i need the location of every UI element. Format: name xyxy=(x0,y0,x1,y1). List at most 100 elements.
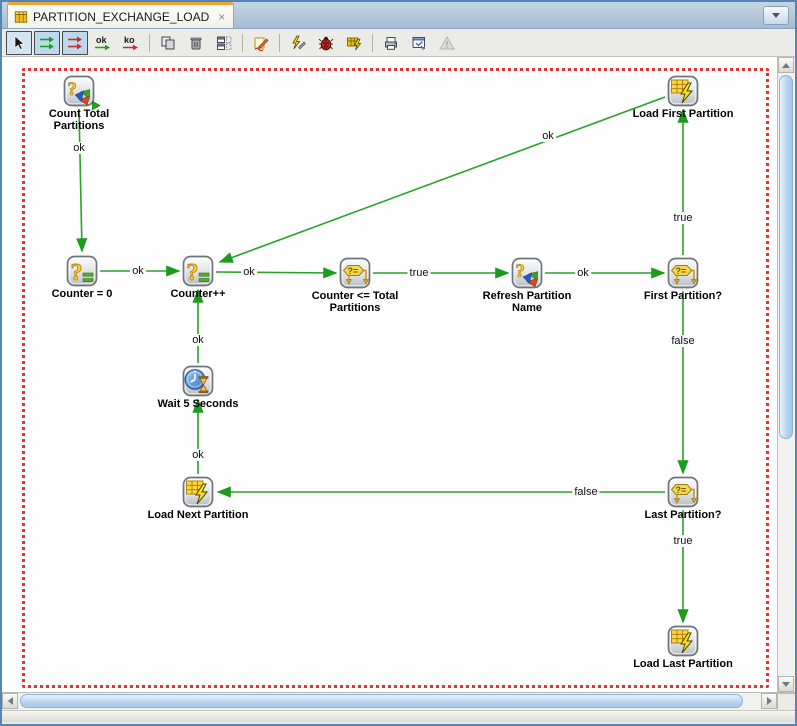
windows-icon xyxy=(217,36,232,50)
vertical-scroll-thumb[interactable] xyxy=(779,75,793,439)
tab-title: PARTITION_EXCHANGE_LOAD xyxy=(33,9,210,24)
report-window-icon xyxy=(412,36,426,50)
copy-icon xyxy=(161,36,175,49)
node-label: Counter++ xyxy=(170,288,226,300)
tab-bar: PARTITION_EXCHANGE_LOAD × xyxy=(2,2,795,29)
node-label: Counter <= Total Partitions xyxy=(311,290,399,314)
tab-close-icon[interactable]: × xyxy=(218,9,226,24)
edge-label: ok xyxy=(71,142,87,154)
scroll-left-button[interactable] xyxy=(2,693,18,709)
edge-label: ok xyxy=(190,449,206,461)
node-label: Last Partition? xyxy=(644,509,722,521)
node-first-partition-question[interactable]: First Partition? xyxy=(644,257,722,302)
edge-label: ok xyxy=(190,334,206,346)
svg-text:ok: ok xyxy=(96,35,107,45)
triangle-down-icon xyxy=(782,681,790,687)
edit-step-button[interactable] xyxy=(248,31,274,55)
package-lightning-icon xyxy=(347,37,362,50)
node-load-last-partition[interactable]: Load Last Partition xyxy=(633,625,733,670)
refresh-variable-icon xyxy=(63,75,95,107)
evaluate-variable-icon xyxy=(339,257,371,289)
edge-label: true xyxy=(407,267,431,279)
evaluate-variable-icon xyxy=(667,476,699,508)
delete-selection-button[interactable] xyxy=(183,31,209,55)
edge-line xyxy=(215,267,338,279)
node-label: Refresh Partition Name xyxy=(482,290,572,314)
toolbar-separator xyxy=(372,33,373,52)
wait-icon xyxy=(182,365,214,397)
ko-link-tool-button[interactable]: ko xyxy=(118,31,144,55)
node-counter-le-total-partitions[interactable]: Counter <= Total Partitions xyxy=(312,257,398,313)
refresh-variable-icon xyxy=(511,257,543,289)
pencil-edit-icon xyxy=(254,37,269,51)
edge-label: false xyxy=(669,335,697,347)
execute-edit-button[interactable] xyxy=(285,31,311,55)
node-count-total-partitions[interactable]: Count Total Partitions xyxy=(49,75,109,131)
start-step-flag-icon xyxy=(92,101,101,111)
node-wait-5-seconds[interactable]: Wait 5 Seconds xyxy=(158,365,238,410)
node-last-partition-question[interactable]: Last Partition? xyxy=(644,476,722,521)
set-variable-icon xyxy=(66,255,98,287)
pointer-icon xyxy=(14,34,25,50)
organize-diagram-button[interactable] xyxy=(211,31,237,55)
node-label: Load First Partition xyxy=(632,108,734,120)
diagram-toolbar: ok ko xyxy=(2,29,795,57)
ok-arrow-icon: ok xyxy=(95,35,110,50)
generate-scenario-button[interactable] xyxy=(341,31,367,55)
debug-button[interactable] xyxy=(313,31,339,55)
horizontal-scroll-thumb[interactable] xyxy=(20,694,743,708)
node-counter-equals-0[interactable]: Counter = 0 xyxy=(52,255,112,300)
interface-load-icon xyxy=(667,75,699,107)
red-arrows-icon xyxy=(68,36,82,49)
select-pointer-tool-button[interactable] xyxy=(6,30,32,55)
edges-layer xyxy=(76,96,689,624)
chevron-down-icon xyxy=(772,13,780,18)
lightning-pencil-icon xyxy=(292,35,306,49)
edge-label: false xyxy=(572,486,600,498)
duplicate-selection-button[interactable] xyxy=(155,31,181,55)
scroll-right-button[interactable] xyxy=(761,693,777,709)
edge-label: ok xyxy=(575,267,591,279)
scroll-down-button[interactable] xyxy=(778,676,794,692)
window-bottom-strip xyxy=(2,710,795,722)
triangle-right-icon xyxy=(766,697,772,705)
scrollbar-corner xyxy=(777,693,795,710)
tab-partition-exchange-load[interactable]: PARTITION_EXCHANGE_LOAD × xyxy=(7,2,235,28)
node-load-first-partition[interactable]: Load First Partition xyxy=(633,75,733,120)
printer-icon xyxy=(385,36,397,50)
ko-arrow-icon: ko xyxy=(123,35,138,50)
bug-icon xyxy=(318,36,334,50)
node-counter-increment[interactable]: Counter++ xyxy=(170,255,226,300)
next-step-on-success-tool-button[interactable] xyxy=(34,30,60,55)
node-label: Load Next Partition xyxy=(147,509,249,521)
vertical-scroll-track[interactable] xyxy=(778,73,795,676)
node-refresh-partition-name[interactable]: Refresh Partition Name xyxy=(483,257,571,313)
tab-overflow-button[interactable] xyxy=(763,6,789,25)
set-variable-icon xyxy=(182,255,214,287)
green-arrows-icon xyxy=(40,36,54,49)
diagram-selection-border xyxy=(22,68,769,688)
node-label: Counter = 0 xyxy=(51,288,113,300)
node-load-next-partition[interactable]: Load Next Partition xyxy=(148,476,248,521)
print-button[interactable] xyxy=(378,31,404,55)
warning-triangle-icon xyxy=(439,35,455,49)
edge-label: ok xyxy=(241,266,257,278)
node-label: Load Last Partition xyxy=(633,658,733,670)
trash-icon xyxy=(190,37,202,49)
vertical-scrollbar xyxy=(777,57,795,692)
report-button[interactable] xyxy=(406,31,432,55)
interface-load-icon xyxy=(182,476,214,508)
node-label: Count Total Partitions xyxy=(48,108,110,132)
evaluate-variable-icon xyxy=(667,257,699,289)
node-label: Wait 5 Seconds xyxy=(157,398,239,410)
next-step-on-failure-tool-button[interactable] xyxy=(62,30,88,55)
horizontal-scroll-track[interactable] xyxy=(18,693,761,710)
diagram-canvas[interactable]: ok ok ok true ok true ok false false ok … xyxy=(2,57,777,692)
edge-line xyxy=(218,96,666,263)
scroll-up-button[interactable] xyxy=(778,57,794,73)
errors-warning-button[interactable] xyxy=(434,31,460,55)
ok-link-tool-button[interactable]: ok xyxy=(90,31,116,55)
triangle-up-icon xyxy=(782,62,790,68)
toolbar-separator xyxy=(242,33,243,52)
horizontal-scrollbar xyxy=(2,692,795,710)
